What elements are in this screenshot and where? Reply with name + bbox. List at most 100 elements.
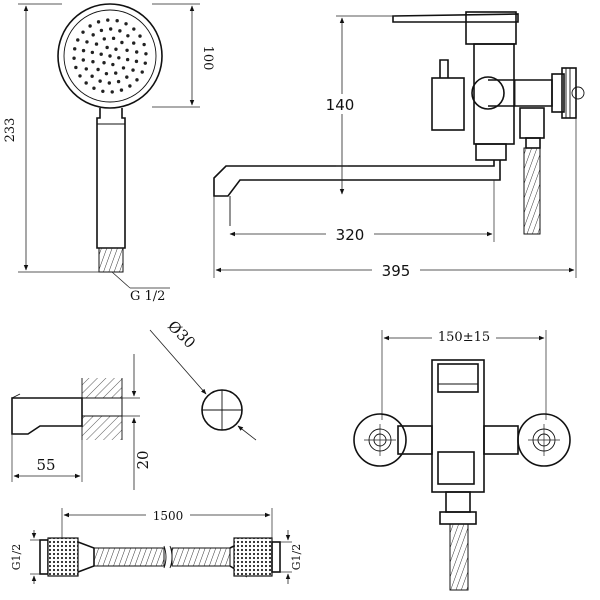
shower-nozzle <box>101 89 105 93</box>
hose-length-label: 1500 <box>153 509 184 523</box>
shower-height-label: 233 <box>3 118 18 143</box>
shower-nozzle <box>107 81 112 85</box>
shower-nozzle <box>92 86 96 90</box>
holder-height-label: 20 <box>134 450 152 469</box>
hose-left-nut <box>47 537 79 577</box>
shower-nozzle <box>94 42 99 46</box>
holder-body <box>11 397 83 435</box>
shower-nozzle <box>84 67 88 71</box>
mixer-spout <box>213 160 501 197</box>
mixer-diverter-knob <box>471 76 505 110</box>
shower-nozzle <box>114 71 118 75</box>
shower-nozzle <box>99 52 103 56</box>
shower-nozzle <box>108 27 113 31</box>
shower-nozzle <box>118 29 122 33</box>
mixer-side-view: 140 320 395 <box>213 11 585 280</box>
shower-nozzle <box>74 65 78 70</box>
shower-nozzle <box>131 68 135 72</box>
right-eccentric <box>517 413 571 467</box>
shower-nozzle <box>81 48 86 53</box>
front-hose-outlet <box>449 523 469 591</box>
shower-nozzle <box>138 34 142 38</box>
hose-body-right <box>171 547 231 567</box>
shower-nozzle <box>99 28 104 33</box>
mixer-front-view: 150±15 <box>353 326 571 591</box>
hose-outlet-thread <box>523 147 541 235</box>
mixer-body <box>465 11 517 45</box>
spout-reach-label: 320 <box>336 226 365 244</box>
shower-nozzle <box>106 18 110 22</box>
wall-holder-view: 55 20 <box>11 354 152 490</box>
shower-nozzle <box>90 74 94 78</box>
head-diameter-label: 100 <box>200 46 215 71</box>
shower-nozzle <box>134 59 139 64</box>
shower-nozzle <box>81 58 85 62</box>
shower-nozzle <box>111 62 115 67</box>
shower-nozzle <box>72 56 76 60</box>
hose-right-nut <box>233 537 273 577</box>
hose-body-left <box>93 547 165 567</box>
shower-nozzle <box>110 90 114 94</box>
shower-nozzle <box>76 38 80 42</box>
shower-nozzle <box>142 42 146 47</box>
shower-nozzle <box>119 88 124 92</box>
shower-nozzle <box>81 30 85 34</box>
hose-view: 1500 G1/2 G1/2 <box>10 506 303 584</box>
shower-nozzle <box>125 48 129 52</box>
center-distance-label: 150±15 <box>438 330 490 345</box>
mixer-lever <box>392 13 519 23</box>
shower-nozzle <box>143 61 147 65</box>
shower-nozzle <box>84 81 88 85</box>
shower-nozzle <box>91 33 95 37</box>
front-lever <box>437 363 479 393</box>
holder-bore-view: Ø30 <box>149 317 257 441</box>
shower-nozzle <box>73 47 77 51</box>
shower-nozzle <box>78 74 82 78</box>
front-body <box>431 359 485 493</box>
shower-nozzle <box>124 22 128 26</box>
shower-nozzle <box>140 70 144 74</box>
shower-nozzle <box>90 50 95 55</box>
shower-nozzle <box>132 27 136 31</box>
shower-nozzles <box>72 18 148 94</box>
shower-nozzle <box>108 54 112 58</box>
shower-nozzle <box>120 40 124 45</box>
shower-nozzle <box>116 79 121 84</box>
shower-nozzle <box>111 36 116 41</box>
shower-head-inner <box>63 9 157 103</box>
shower-nozzle <box>96 20 101 24</box>
shower-handle <box>96 108 126 249</box>
shower-head-outer <box>57 3 163 109</box>
shower-nozzle <box>105 45 109 50</box>
shower-nozzle <box>135 50 139 54</box>
shower-nozzle <box>104 71 109 76</box>
shower-nozzle <box>114 47 118 51</box>
shower-nozzle <box>117 56 121 60</box>
overall-length-label: 395 <box>382 262 411 280</box>
shower-nozzle <box>96 67 100 72</box>
hand-shower-view: 100 233 G 1/2 <box>3 3 215 304</box>
shower-nozzle <box>102 61 106 65</box>
shower-nozzle <box>135 78 139 82</box>
shower-nozzle <box>98 79 102 83</box>
shower-thread <box>98 247 124 273</box>
shower-nozzle <box>121 66 126 70</box>
shower-nozzle <box>85 40 89 44</box>
shower-nozzle <box>102 37 106 41</box>
shower-nozzle <box>132 41 136 45</box>
left-eccentric <box>353 413 407 467</box>
shower-nozzle <box>128 84 132 88</box>
hose-thread-left-label: G1/2 <box>10 544 23 571</box>
shower-nozzle <box>88 24 92 28</box>
shower-nozzle <box>126 34 130 38</box>
shower-nozzle <box>144 52 148 56</box>
shower-thread-label: G 1/2 <box>130 289 165 304</box>
spout-height-label: 140 <box>326 96 355 114</box>
holder-depth-label: 55 <box>36 456 55 474</box>
bore-diameter-label: Ø30 <box>164 317 199 352</box>
shower-nozzle <box>125 57 130 62</box>
shower-nozzle <box>115 19 119 23</box>
hose-thread-right-label: G1/2 <box>290 544 303 571</box>
shower-nozzle <box>91 60 95 64</box>
